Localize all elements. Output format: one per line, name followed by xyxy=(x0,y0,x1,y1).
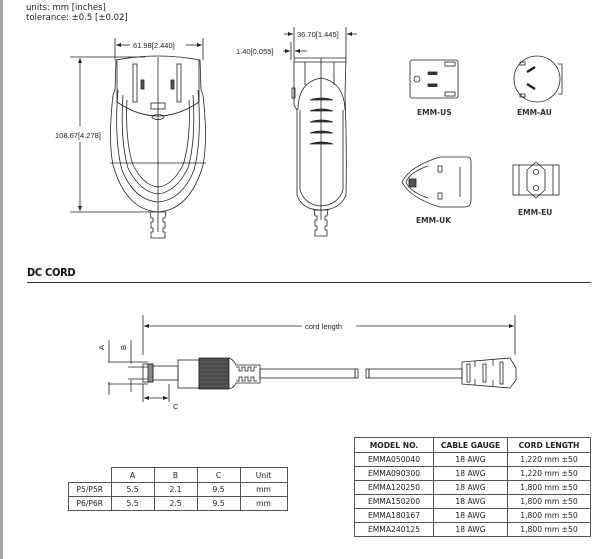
model-spec-table: MODEL NO. CABLE GAUGE CORD LENGTH EMMA05… xyxy=(354,437,591,537)
dim-c-label: C xyxy=(173,402,179,411)
table-cell: 1,800 mm ±50 xyxy=(507,480,591,495)
table-header-cell: MODEL NO. xyxy=(354,437,434,453)
table-row: EMMA180167 18 AWG 1,800 mm ±50 xyxy=(354,508,591,523)
table-header-cell: CORD LENGTH xyxy=(507,437,591,453)
table-cell: 18 AWG xyxy=(433,522,508,537)
table-cell: EMMA050040 xyxy=(354,452,434,467)
table-cell: 9.5 xyxy=(196,482,241,497)
table-row: P6/P6R 5.5 2.5 9.5 mm xyxy=(68,496,288,511)
table-row: EMMA120250 18 AWG 1,800 mm ±50 xyxy=(354,480,591,495)
table-cell: P5/P5R xyxy=(68,482,112,497)
table-cell: 5.5 xyxy=(110,496,155,511)
table-header-cell xyxy=(68,467,112,483)
table-row: EMMA090300 18 AWG 1,220 mm ±50 xyxy=(354,466,591,481)
table-cell: 18 AWG xyxy=(433,494,508,509)
units-note: units: mm [inches] tolerance: ±0.5 [±0.0… xyxy=(26,3,128,23)
plug-emm-uk: EMM-UK xyxy=(401,156,472,225)
section-title-dc-cord: DC CORD xyxy=(27,266,76,279)
plug-label-us: EMM-US xyxy=(417,108,452,117)
table-cell: 18 AWG xyxy=(433,508,508,523)
table-header-cell: B xyxy=(153,467,198,483)
table-cell: 2.1 xyxy=(153,482,198,497)
side-offset-dimension: 1.40[0.055] xyxy=(236,47,274,56)
table-header-cell: Unit xyxy=(239,467,288,483)
front-width-dimension: 61.98[2.440] xyxy=(133,41,175,50)
table-cell: EMMA090300 xyxy=(354,466,434,481)
table-cell: 9.5 xyxy=(196,496,241,511)
table-cell: mm xyxy=(239,496,288,511)
table-cell: EMMA240125 xyxy=(354,522,434,537)
table-cell: EMMA150200 xyxy=(354,494,434,509)
dc-cord-drawing: cord length A B xyxy=(97,315,517,411)
table-cell: 1,800 mm ±50 xyxy=(507,508,591,523)
plug-label-au: EMM-AU xyxy=(517,108,552,117)
table-row: EMMA150200 18 AWG 1,800 mm ±50 xyxy=(354,494,591,509)
tolerance-text: tolerance: ±0.5 [±0.02] xyxy=(26,13,128,23)
page-left-border xyxy=(0,0,3,559)
table-header-cell: C xyxy=(196,467,241,483)
table-row: EMMA240125 18 AWG 1,800 mm ±50 xyxy=(354,522,591,537)
side-view-adapter: 36.70[1.445] 1.40[0.055] xyxy=(236,27,357,237)
plug-dimension-table: A B C Unit P5/P5R 5.5 2.1 9.5 mm P6/P6R … xyxy=(68,467,288,511)
plug-emm-us: EMM-US xyxy=(409,59,459,117)
table-cell: 2.5 xyxy=(153,496,198,511)
table-cell: EMMA180167 xyxy=(354,508,434,523)
table-cell: 5.5 xyxy=(110,482,155,497)
table-header-cell: A xyxy=(110,467,155,483)
plug-label-eu: EMM-EU xyxy=(518,208,552,217)
table-header-row: A B C Unit xyxy=(68,467,288,483)
section-divider xyxy=(27,282,591,283)
table-cell: 1,800 mm ±50 xyxy=(507,522,591,537)
table-cell: 18 AWG xyxy=(433,466,508,481)
table-header-row: MODEL NO. CABLE GAUGE CORD LENGTH xyxy=(354,437,591,453)
plug-label-uk: EMM-UK xyxy=(416,216,452,225)
cord-length-label: cord length xyxy=(305,322,342,331)
table-cell: EMMA120250 xyxy=(354,480,434,495)
table-cell: 18 AWG xyxy=(433,480,508,495)
plug-emm-au: EMM-AU xyxy=(513,55,563,117)
plug-emm-eu: EMM-EU xyxy=(512,161,560,217)
side-depth-dimension: 36.70[1.445] xyxy=(297,30,339,39)
table-cell: 18 AWG xyxy=(433,452,508,467)
table-cell: 1,800 mm ±50 xyxy=(507,494,591,509)
dim-b-label: B xyxy=(119,345,128,350)
table-header-cell: CABLE GAUGE xyxy=(433,437,508,453)
front-height-dimension: 108.67[4.278] xyxy=(55,131,101,140)
table-row: P5/P5R 5.5 2.1 9.5 mm xyxy=(68,482,288,497)
table-cell: mm xyxy=(239,482,288,497)
table-cell: 1,220 mm ±50 xyxy=(507,452,591,467)
table-row: EMMA050040 18 AWG 1,220 mm ±50 xyxy=(354,452,591,467)
units-text: units: mm [inches] xyxy=(26,3,106,13)
table-cell: P6/P6R xyxy=(68,496,112,511)
dim-a-label: A xyxy=(97,345,106,350)
front-view-adapter: 61.98[2.440] 108.67[4.278] xyxy=(55,38,206,239)
table-cell: 1,220 mm ±50 xyxy=(507,466,591,481)
